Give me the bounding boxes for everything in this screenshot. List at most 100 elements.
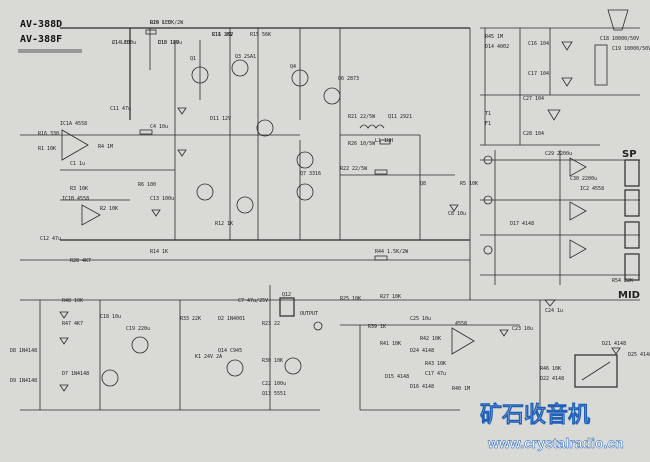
component-label: C17 104 (528, 71, 549, 77)
component-label: R33 22K (180, 316, 201, 322)
component-label: R45 1M (485, 34, 503, 40)
component-label: R4 1M (98, 144, 113, 150)
component-label: C12 47u (40, 236, 61, 242)
component-label: Q11 2921 (388, 114, 412, 120)
component-label: K1 24V 2A (195, 354, 222, 360)
component-label: C14 100u (112, 40, 136, 46)
component-label: C24 1u (545, 308, 563, 314)
component-label: R30 10K (262, 358, 283, 364)
component-label: D2 1N4001 (218, 316, 245, 322)
component-label: R54 22K (612, 278, 633, 284)
component-label: Q1 (190, 56, 196, 62)
tone-control-section: SP MID (480, 149, 640, 301)
component-label: C29 2200u (545, 151, 572, 157)
component-label: L1 1UH (375, 138, 393, 144)
component-label: R16 330 (38, 131, 59, 137)
component-label: Q12 (282, 292, 291, 298)
component-label: C19 220u (126, 326, 150, 332)
component-label: R28 4K7 (70, 258, 91, 264)
component-label: R11 2K2 (212, 32, 233, 38)
ic-label: IC2 4558 (580, 186, 604, 192)
component-label: D26 LED (150, 20, 171, 26)
component-label: D16 4148 (410, 384, 434, 390)
component-label: C22 100u (262, 381, 286, 387)
watermark-chinese: 矿石收音机 (480, 402, 590, 428)
component-label: C23 10u (512, 326, 533, 332)
component-label: Q14 C945 (218, 348, 242, 354)
component-label: R3 10K (70, 186, 88, 192)
protection-section: OUTPUT (20, 285, 323, 411)
component-label: D25 4148 (628, 352, 650, 358)
component-label: R23 22 (262, 321, 280, 327)
model-title-1: AV-388D (20, 19, 62, 30)
component-label: R47 4K7 (62, 321, 83, 327)
component-label: R27 10K (380, 294, 401, 300)
output-label: OUTPUT (300, 311, 318, 317)
component-label: Q8 (420, 181, 426, 187)
component-label: D24 4148 (410, 348, 434, 354)
model-title-2: AV-388F (20, 34, 62, 45)
power-supply-section (480, 9, 640, 146)
component-label: R40 1M (452, 386, 470, 392)
mid-label: MID (618, 290, 640, 301)
component-labels: R19 1.5K/2W C14 100u D10 12V R11 2K2 R15 56K… (10, 20, 650, 397)
component-label: C16 104 (528, 41, 549, 47)
component-label: R48 10K (62, 298, 83, 304)
component-label: R6 100 (138, 182, 156, 188)
component-label: R12 1K (215, 221, 233, 227)
component-label: C1 1u (70, 161, 85, 167)
component-label: J1 LED (112, 40, 130, 46)
component-label: R14 1K (150, 249, 168, 255)
component-label: R15 56K (250, 32, 271, 38)
ic-label: 4558 (455, 321, 467, 327)
watermark-url: www.crystalradio.cn (487, 435, 624, 451)
component-label: R26 10/5W (348, 141, 376, 147)
component-label: C15 100u (158, 40, 182, 46)
component-label: D21 4148 (602, 341, 626, 347)
component-label: R5 10K (460, 181, 478, 187)
component-label: D7 1N4148 (62, 371, 89, 377)
component-label: C18 10u (100, 314, 121, 320)
component-label: C30 2200u (570, 176, 597, 182)
component-label: C25 10u (410, 316, 431, 322)
component-label: C7 47u/25V (238, 298, 268, 304)
component-label: C13 100u (150, 196, 174, 202)
component-label: R22 22/5W (340, 166, 368, 172)
component-label: D15 4148 (385, 374, 409, 380)
component-label: D22 4148 (540, 376, 564, 382)
component-label: R25 10K (340, 296, 361, 302)
component-label: R21 22/5W (348, 114, 376, 120)
component-label: C28 104 (523, 131, 544, 137)
component-label: F1 (485, 121, 491, 127)
component-label: R2 10K (100, 206, 118, 212)
component-label: C27 104 (523, 96, 544, 102)
sp-label: SP (622, 149, 637, 160)
ic-label: IC1B 4558 (62, 196, 89, 202)
component-label: C8 10u (448, 211, 466, 217)
component-label: Q7 3316 (300, 171, 321, 177)
component-label: Q4 (290, 64, 296, 70)
component-label: R42 10K (420, 336, 441, 342)
component-label: Q6 2873 (338, 76, 359, 82)
component-label: C4 10u (150, 124, 168, 130)
power-amp-section (20, 27, 471, 300)
detector-section (320, 299, 640, 411)
component-label: C11 47u (110, 106, 131, 112)
component-label: R46 10K (540, 366, 561, 372)
component-label: R1 10K (38, 146, 56, 152)
component-label: R19 1.5K/2W (150, 20, 184, 26)
component-label: C18 10000/50V (600, 36, 639, 42)
component-label: R43 10K (425, 361, 446, 367)
ic-label: IC1A 4558 (60, 121, 87, 127)
component-label: C17 47u (425, 371, 446, 377)
component-label: Q3 2SA1 (235, 54, 256, 60)
component-label: R44 1.5K/2W (375, 249, 409, 255)
component-label: C19 10000/50V (612, 46, 650, 52)
component-label: R39 1K (368, 324, 386, 330)
component-label: T1 (485, 111, 491, 117)
component-label: C16 35V (212, 32, 233, 38)
component-label: R41 10K (380, 341, 401, 347)
component-label: D10 12V (158, 40, 179, 46)
